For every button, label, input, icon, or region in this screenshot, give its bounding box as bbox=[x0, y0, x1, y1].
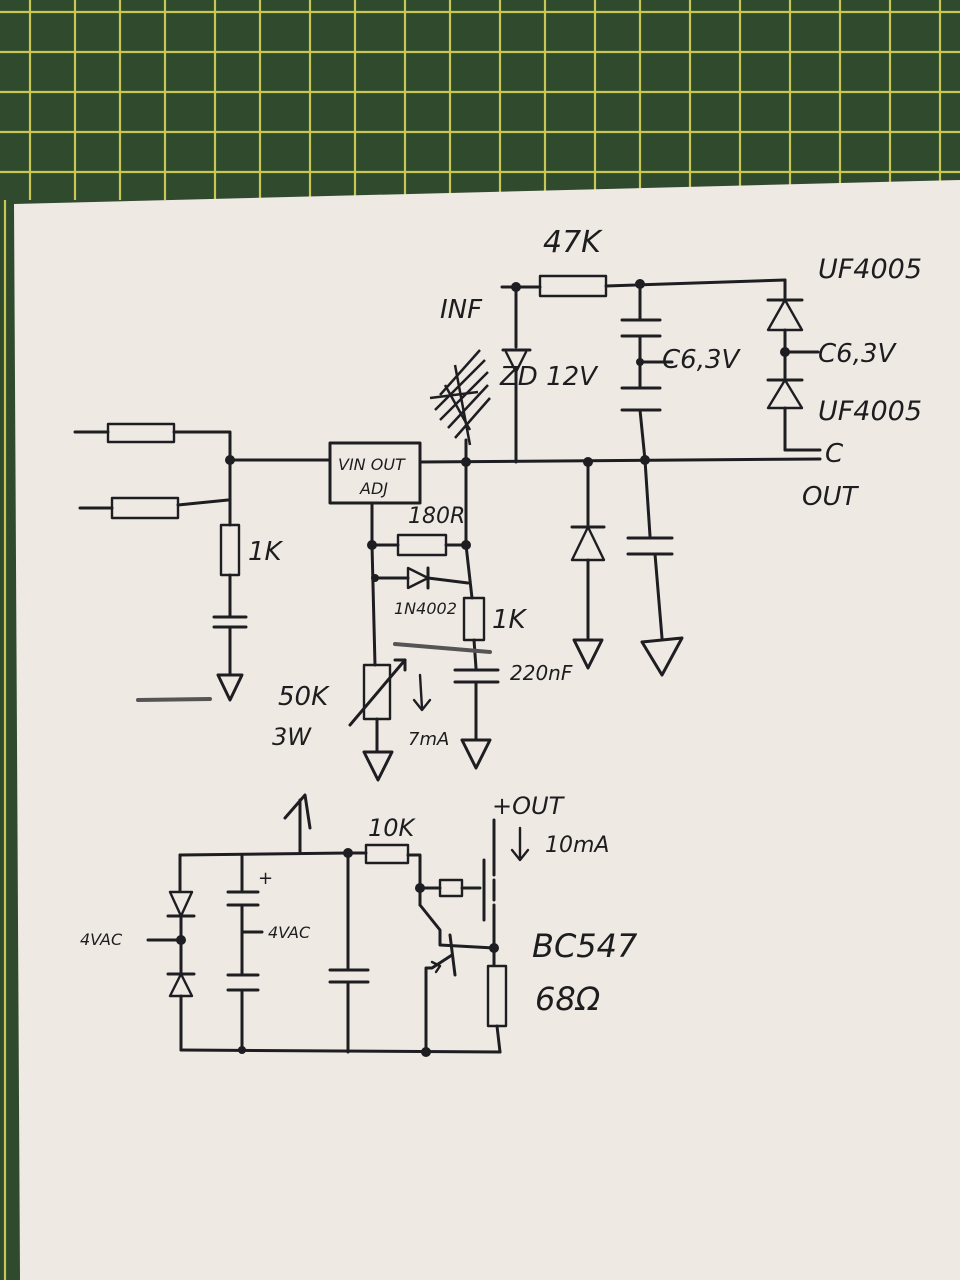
label-uf4005-top: UF4005 bbox=[818, 254, 922, 285]
input-resistor-2 bbox=[110, 496, 180, 520]
label-plus-out: +OUT bbox=[492, 792, 566, 820]
paper-sheet bbox=[14, 180, 960, 1280]
label-10ma: 10mA bbox=[545, 833, 609, 858]
regulator-ic bbox=[328, 441, 422, 505]
scribble-hatch bbox=[429, 349, 491, 446]
label-c-out: C bbox=[825, 439, 844, 469]
junction-dot bbox=[238, 1046, 246, 1054]
label-68-ohm: 68Ω bbox=[535, 980, 601, 1018]
label-47k: 47K bbox=[543, 225, 603, 260]
arrow-icon bbox=[412, 698, 432, 712]
label-50k: 50K bbox=[278, 682, 330, 712]
label-zener: ZD 12V bbox=[499, 362, 599, 392]
arrow-icon bbox=[283, 793, 312, 830]
ground-symbol bbox=[362, 750, 394, 782]
label-uf4005-bottom: UF4005 bbox=[818, 396, 922, 427]
label-vac-mid: 4VAC bbox=[268, 923, 311, 942]
ground-symbol bbox=[216, 673, 244, 702]
label-c63v-2: C6,3V bbox=[818, 339, 898, 369]
label-1k-left: 1K bbox=[248, 537, 284, 567]
label-7ma: 7mA bbox=[408, 729, 449, 750]
ground-symbol bbox=[640, 636, 684, 677]
label-vin-out: VIN OUT bbox=[338, 455, 406, 474]
labels: 47K UF4005 INF ZD 12V C6,3V C6,3V UF4005… bbox=[80, 225, 922, 1018]
label-adj: ADJ bbox=[359, 479, 388, 498]
current-source-circuit bbox=[146, 793, 530, 1057]
label-cap-plus: + bbox=[258, 868, 273, 889]
ground-symbol bbox=[460, 738, 492, 770]
pencil-mark bbox=[136, 697, 212, 702]
label-vac-left: 4VAC bbox=[80, 930, 123, 949]
label-1k-mid: 1K bbox=[492, 605, 528, 635]
arrow-icon bbox=[510, 848, 530, 862]
label-180r: 180R bbox=[408, 504, 465, 529]
ground-symbol bbox=[572, 638, 604, 670]
label-out: OUT bbox=[802, 482, 859, 512]
pencil-mark bbox=[393, 642, 492, 654]
diode-1n4002 bbox=[406, 566, 430, 590]
label-220nf: 220nF bbox=[510, 661, 573, 685]
label-1n4002: 1N4002 bbox=[394, 599, 457, 618]
label-c63v-1: C6,3V bbox=[662, 345, 742, 375]
label-10k: 10K bbox=[368, 814, 417, 842]
regulator-circuit bbox=[73, 274, 822, 782]
label-inf: INF bbox=[440, 295, 483, 325]
label-bc547: BC547 bbox=[532, 927, 638, 965]
label-3w: 3W bbox=[272, 723, 312, 751]
